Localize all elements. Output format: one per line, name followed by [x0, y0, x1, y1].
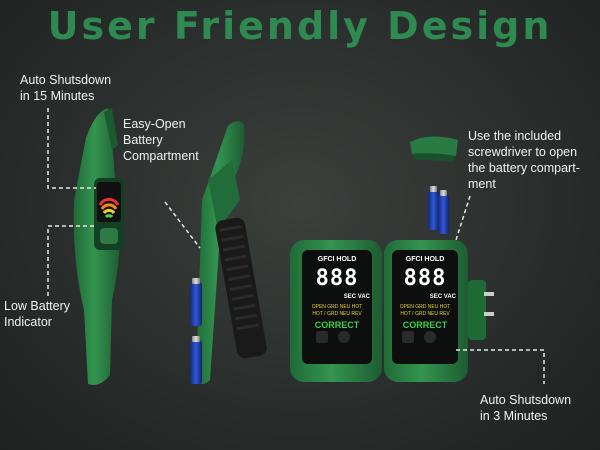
battery-cover: [410, 136, 458, 162]
screen-digits-right: 888: [403, 266, 447, 291]
screen-status-left: CORRECT: [314, 320, 360, 330]
page-title: User Friendly Design: [47, 4, 553, 48]
tester-screen-left: [316, 331, 350, 343]
screen-row2-right: HOT / GRD NEU REV: [400, 311, 450, 317]
callout-auto-shutdown-15: Auto Shutsdown in 15 Minutes: [20, 73, 112, 103]
callout-lines: [47, 108, 545, 384]
voltage-pen-front: [73, 108, 124, 385]
aaa-battery: [438, 190, 449, 234]
screen-mode-right: GFCI HOLD: [405, 256, 445, 263]
screen-row2-left: HOT / GRD NEU REV: [312, 311, 362, 317]
tester-screen-right: [402, 331, 436, 343]
screen-digits-left: 888: [315, 266, 359, 291]
aaa-battery: [190, 278, 202, 326]
screen-row1-right: OPEN GRD NEU HOT: [399, 304, 451, 310]
voltage-pen-open: [196, 121, 267, 384]
callout-screwdriver: Use the included screwdriver to open the…: [468, 129, 580, 191]
screen-row1-left: OPEN GRD NEU HOT: [311, 304, 363, 310]
callout-low-battery: Low Battery Indicator: [4, 299, 71, 329]
screen-mode-left: GFCI HOLD: [317, 256, 357, 263]
screen-unit-left: SEC VAC: [343, 294, 370, 300]
aaa-battery: [190, 336, 202, 384]
callout-auto-shutdown-3: Auto Shutsdown in 3 Minutes: [480, 393, 572, 423]
screen-status-right: CORRECT: [402, 320, 448, 330]
callout-battery-compartment: Easy-Open Battery Compartment: [123, 117, 199, 163]
screen-unit-right: SEC VAC: [429, 294, 456, 300]
battery-level-indicator: [98, 197, 120, 219]
aaa-battery: [428, 186, 439, 230]
